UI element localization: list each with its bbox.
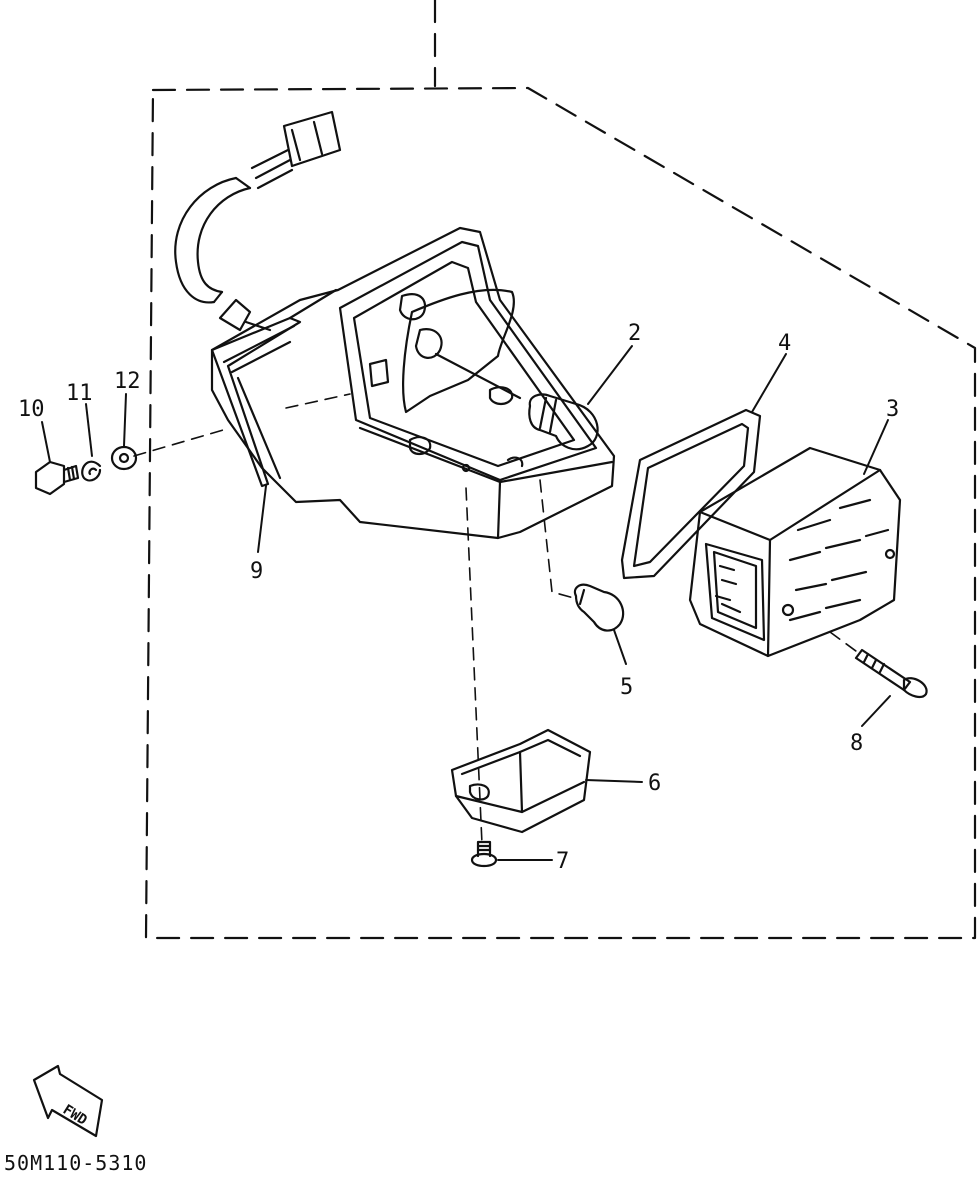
callout-7: 7 [556, 849, 569, 874]
tail-light-housing [210, 226, 616, 540]
tail-lens-3 [688, 446, 902, 658]
lock-washer-11 [81, 460, 102, 482]
diagram-code: 50M110-5310 [4, 1151, 147, 1174]
hex-bolt-10 [34, 460, 80, 496]
wire-connector [282, 110, 342, 168]
callout-6: 6 [648, 771, 661, 796]
fwd-arrow-icon [32, 1064, 104, 1138]
callout-8: 8 [850, 731, 863, 756]
wiring-harness [174, 110, 342, 332]
callout-10: 10 [18, 397, 45, 422]
bulb-socket [402, 288, 522, 414]
callout-4: 4 [778, 331, 791, 356]
boundary-frame [144, 86, 977, 940]
callout-9: 9 [250, 559, 263, 584]
screw-7 [470, 840, 498, 868]
license-bulb-5 [573, 583, 625, 632]
callout-2: 2 [628, 321, 641, 346]
callout-3: 3 [886, 397, 899, 422]
lens-gasket-4 [620, 408, 762, 580]
callout-11: 11 [66, 381, 93, 406]
bolt-8 [854, 648, 928, 699]
callout-5: 5 [620, 675, 633, 700]
gasket-9 [210, 288, 338, 488]
callout-leaders [41, 345, 891, 861]
assembly-guide-lines [133, 393, 861, 845]
tail-bulb-2 [528, 393, 599, 451]
assembly-boundary [144, 0, 977, 940]
license-lamp-cover-6 [450, 728, 592, 834]
callout-labels: 2 3 4 5 6 7 8 9 10 11 12 [18, 321, 899, 874]
callout-12: 12 [114, 369, 141, 394]
flat-washer-12 [110, 445, 138, 471]
